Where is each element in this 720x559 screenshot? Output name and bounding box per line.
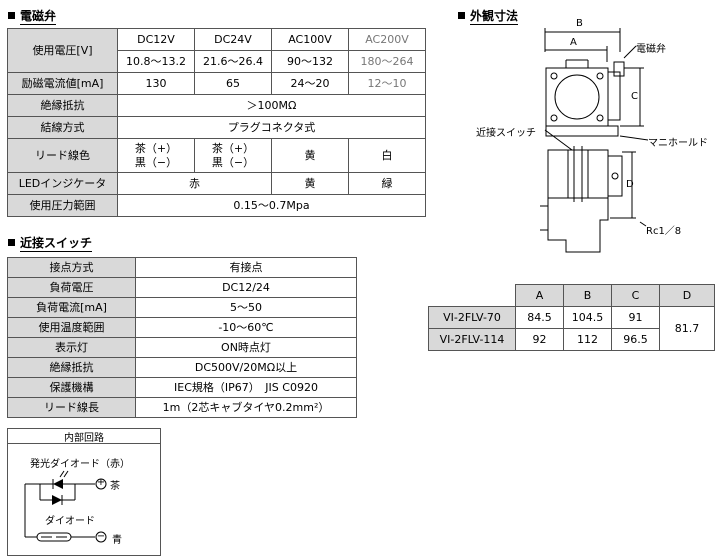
proximity-label: 使用温度範囲 bbox=[7, 317, 136, 338]
table-row: 絶縁抵抗 ＞100MΩ bbox=[7, 94, 426, 117]
header-c: C bbox=[611, 284, 660, 307]
header-a: A bbox=[515, 284, 564, 307]
insulation-label: 絶縁抵抗 bbox=[7, 94, 118, 117]
dimensions-heading: 外観寸法 bbox=[458, 7, 519, 25]
lead-dc12-minus: 黒（−） bbox=[134, 155, 178, 169]
connection-value: プラグコネクタ式 bbox=[117, 116, 426, 139]
table-row: 使用電圧[V] DC12V DC24V AC100V AC200V bbox=[7, 28, 426, 73]
value-a: 92 bbox=[515, 328, 564, 351]
value-b: 104.5 bbox=[563, 306, 612, 329]
proximity-label: リード線長 bbox=[7, 397, 136, 418]
value-c: 91 bbox=[611, 306, 660, 329]
proximity-label: 負荷電流[mA] bbox=[7, 297, 136, 318]
table-row: 接点方式有接点 bbox=[7, 257, 357, 278]
proximity-value: 1m（2芯キャブタイヤ0.2mm²） bbox=[135, 397, 357, 418]
blue-terminal-label: 青 bbox=[112, 535, 122, 546]
table-row: LEDインジケータ 赤 黄 緑 bbox=[7, 172, 426, 195]
table-row: VI-2FLV-114 92 112 96.5 bbox=[428, 328, 715, 351]
solenoid-callout: 電磁弁 bbox=[636, 44, 666, 55]
value-a: 84.5 bbox=[515, 306, 564, 329]
voltage-ac200: 180〜264 bbox=[348, 50, 426, 73]
circuit-title: 内部回路 bbox=[64, 433, 104, 444]
square-bullet-icon bbox=[458, 12, 465, 19]
insulation-value: ＞100MΩ bbox=[117, 94, 426, 117]
square-bullet-icon bbox=[8, 239, 15, 246]
connection-label: 結線方式 bbox=[7, 116, 118, 139]
header-d: D bbox=[659, 284, 715, 307]
lead-ac100: 黄 bbox=[271, 138, 349, 173]
dimensions-title: 外観寸法 bbox=[470, 9, 519, 25]
proximity-label: 絶縁抵抗 bbox=[7, 357, 136, 378]
voltage-dc24: 21.6〜26.4 bbox=[194, 50, 272, 73]
lead-dc24-plus: 茶（+） bbox=[211, 142, 255, 156]
value-d: 81.7 bbox=[659, 306, 715, 351]
proximity-label: 保護機構 bbox=[7, 377, 136, 398]
voltage-ac100: 90〜132 bbox=[271, 50, 349, 73]
table-row: 使用温度範囲-10〜60℃ bbox=[7, 317, 357, 338]
dim-label-c: C bbox=[631, 91, 638, 102]
dim-label-a: A bbox=[570, 37, 577, 48]
voltage-label: 使用電圧[V] bbox=[7, 28, 118, 73]
solenoid-heading: 電磁弁 bbox=[8, 7, 57, 25]
diode-label: ダイオード bbox=[45, 516, 95, 527]
table-row: 使用圧力範囲 0.15〜0.7Mpa bbox=[7, 194, 426, 217]
led-diode-icon bbox=[52, 470, 69, 489]
proximity-title: 近接スイッチ bbox=[20, 236, 93, 252]
minus-symbol: − bbox=[96, 531, 106, 542]
proximity-label: 接点方式 bbox=[7, 257, 136, 278]
value-b: 112 bbox=[563, 328, 612, 351]
empty-corner bbox=[429, 285, 516, 307]
brown-terminal-label: 茶 bbox=[110, 481, 120, 492]
lead-dc12: 茶（+）黒（−） bbox=[117, 138, 195, 173]
pressure-label: 使用圧力範囲 bbox=[7, 194, 118, 217]
header-b: B bbox=[563, 284, 612, 307]
solenoid-title: 電磁弁 bbox=[20, 9, 57, 25]
lead-dc24: 茶（+）黒（−） bbox=[194, 138, 272, 173]
table-row: A B C D bbox=[429, 284, 715, 307]
header-ac200: AC200V bbox=[348, 28, 426, 51]
dim-label-b: B bbox=[576, 18, 583, 29]
pressure-value: 0.15〜0.7Mpa bbox=[117, 194, 426, 217]
circuit-title-bar bbox=[7, 428, 161, 444]
lead-label: リード線色 bbox=[7, 138, 118, 173]
dimension-table: A B C D VI-2FLV-70 84.5 104.5 91 81.7 VI… bbox=[428, 284, 715, 351]
lead-dc12-plus: 茶（+） bbox=[134, 142, 178, 156]
solenoid-spec-table: 使用電圧[V] DC12V DC24V AC100V AC200V 10.8〜1… bbox=[7, 28, 426, 217]
diode-icon bbox=[52, 495, 63, 505]
value-c: 96.5 bbox=[611, 328, 660, 351]
proximity-heading: 近接スイッチ bbox=[8, 234, 93, 252]
lead-dc24-minus: 黒（−） bbox=[211, 155, 255, 169]
square-bullet-icon bbox=[8, 12, 15, 19]
table-row: 結線方式 プラグコネクタ式 bbox=[7, 116, 426, 139]
model-name: VI-2FLV-70 bbox=[428, 306, 516, 329]
plus-symbol: + bbox=[96, 477, 106, 488]
led-diode-label: 発光ダイオード（赤） bbox=[30, 459, 130, 470]
table-row: VI-2FLV-70 84.5 104.5 91 81.7 bbox=[428, 306, 715, 351]
model-name: VI-2FLV-114 bbox=[428, 328, 516, 351]
dim-label-d: D bbox=[626, 179, 634, 190]
led-ac200: 緑 bbox=[348, 172, 426, 195]
port-callout: Rc1／8 bbox=[646, 226, 682, 237]
manifold-callout: マニホールド bbox=[648, 138, 708, 149]
proximity-label: 負荷電圧 bbox=[7, 277, 136, 298]
current-ac200: 12〜10 bbox=[348, 72, 426, 95]
lead-ac200: 白 bbox=[348, 138, 426, 173]
switch-callout: 近接スイッチ bbox=[476, 128, 536, 139]
table-row: リード線色 茶（+）黒（−） 茶（+）黒（−） 黄 白 bbox=[7, 138, 426, 173]
